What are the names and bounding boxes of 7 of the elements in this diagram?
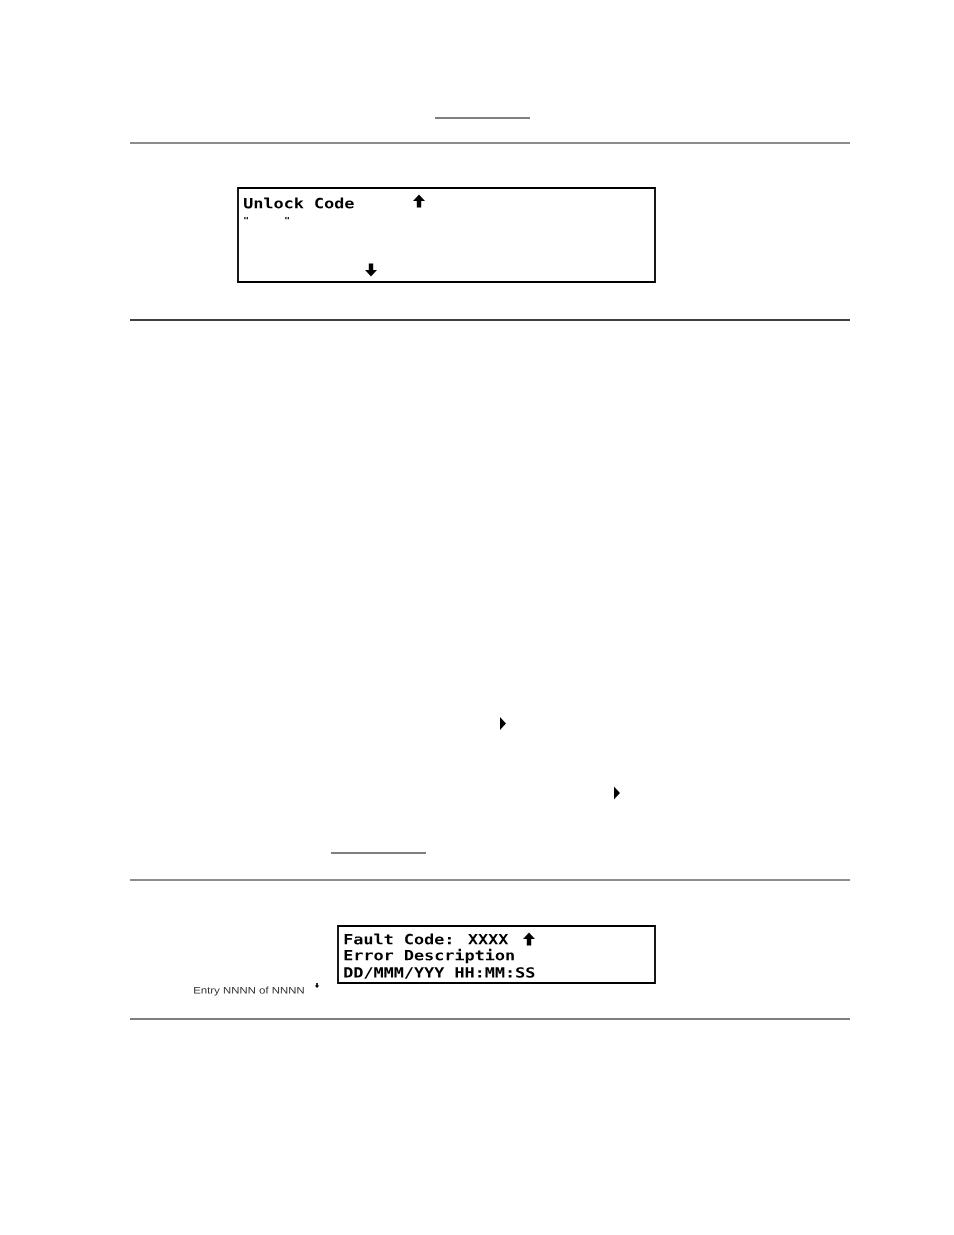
display-text: Unlock Code <box>244 197 354 209</box>
display-text: Error Description <box>344 948 514 964</box>
display-text: Fault Code: XXXX <box>344 933 509 945</box>
display-text: DD/MMM/YYY HH:MM:SS <box>344 967 535 979</box>
display-text: " <box>285 217 289 220</box>
display-text: " <box>244 217 248 220</box>
entry-counter-text: Entry NNNN of NNNN <box>194 986 304 996</box>
